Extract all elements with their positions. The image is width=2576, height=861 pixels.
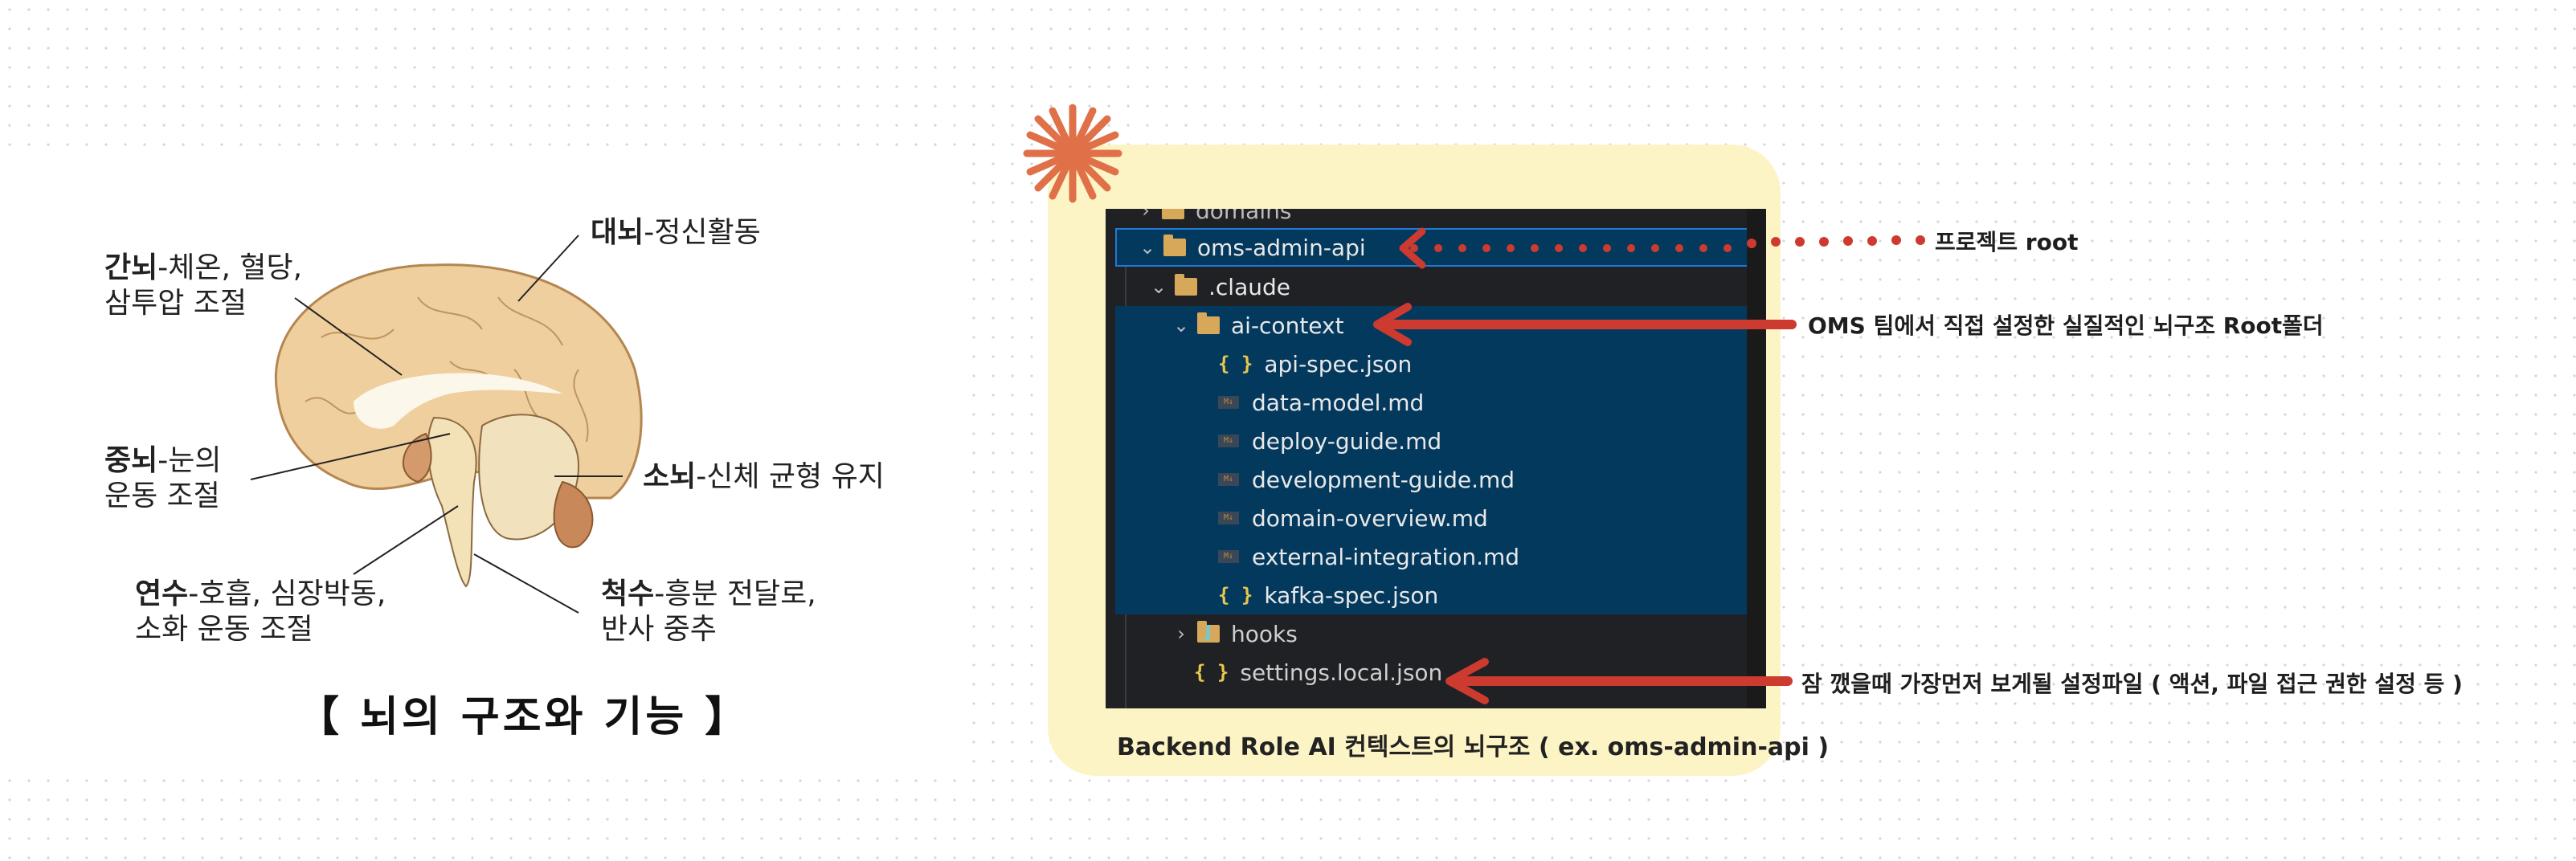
label-medulla: 연수-호흡, 심장박동, 소화 운동 조절 — [135, 577, 386, 647]
markdown-file-icon: M↓ — [1218, 396, 1239, 409]
tree-item-label: external-integration.md — [1252, 543, 1520, 570]
tree-item-label: ai-context — [1231, 312, 1344, 339]
term-medulla: 연수 — [135, 577, 189, 610]
folder-open-icon — [1175, 274, 1197, 296]
label-diencephalon: 간뇌-체온, 혈당, 삼투압 조절 — [104, 251, 302, 321]
desc-diencephalon-2: 삼투압 조절 — [104, 287, 247, 320]
tree-item-api-spec[interactable]: { } api-spec.json — [1115, 345, 1750, 383]
tree-item-label: .claude — [1208, 273, 1290, 300]
label-cerebrum: 대뇌-정신활동 — [591, 215, 761, 251]
tree-item-domains[interactable]: › domains — [1138, 209, 1766, 230]
desc-spinal-cord-2: 반사 중추 — [601, 613, 717, 646]
annotation-settings: 잠 깼을때 가장먼저 보게될 설정파일 ( 액션, 파일 접근 권한 설정 등 … — [1801, 671, 2463, 697]
tree-item-label: data-model.md — [1252, 389, 1425, 416]
term-cerebrum: 대뇌 — [591, 216, 644, 249]
tree-item-label: domain-overview.md — [1252, 504, 1488, 532]
tree-item-label: oms-admin-api — [1197, 234, 1366, 261]
tree-item-settings-local[interactable]: { } settings.local.json — [1106, 653, 1766, 692]
tree-item-label: kafka-spec.json — [1264, 581, 1439, 609]
tree-item-kafka-spec[interactable]: { } kafka-spec.json — [1115, 576, 1750, 614]
label-spinal-cord: 척수-흥분 전달로, 반사 중추 — [601, 577, 816, 647]
chevron-right-icon[interactable]: › — [1177, 622, 1185, 645]
explorer-scrollbar[interactable] — [1747, 209, 1766, 708]
desc-diencephalon-1: -체온, 혈당, — [157, 251, 303, 284]
markdown-file-icon: M↓ — [1218, 512, 1239, 524]
json-file-icon: { } — [1218, 584, 1253, 606]
term-spinal-cord: 척수 — [601, 577, 655, 610]
chevron-down-icon[interactable]: ⌄ — [1173, 314, 1190, 337]
tree-item-external-integration[interactable]: M↓ external-integration.md — [1115, 537, 1750, 576]
annotation-ai-context: OMS 팀에서 직접 설정한 실질적인 뇌구조 Root폴더 — [1808, 312, 2324, 339]
tree-item-hooks[interactable]: › hooks — [1106, 614, 1766, 653]
desc-midbrain-1: -눈의 — [157, 444, 222, 477]
explorer-caption: Backend Role AI 컨텍스트의 뇌구조 ( ex. oms-admi… — [1117, 733, 1830, 761]
term-midbrain: 중뇌 — [104, 444, 158, 477]
brain-diagram: 간뇌-체온, 혈당, 삼투압 조절 대뇌-정신활동 중뇌-눈의 운동 조절 소뇌… — [0, 161, 964, 771]
tree-item-claude[interactable]: ⌄ .claude — [1106, 267, 1766, 306]
tree-item-label: domains — [1196, 209, 1292, 224]
desc-cerebellum: -신체 균형 유지 — [696, 460, 885, 493]
tree-item-oms-admin-api[interactable]: ⌄ oms-admin-api — [1115, 228, 1750, 267]
term-diencephalon: 간뇌 — [104, 251, 158, 284]
folder-icon — [1162, 209, 1184, 219]
desc-spinal-cord-1: -흥분 전달로, — [654, 577, 816, 610]
corpus-callosum-shape — [354, 373, 562, 429]
label-cerebellum: 소뇌-신체 균형 유지 — [643, 459, 885, 495]
desc-midbrain-2: 운동 조절 — [104, 479, 220, 512]
desc-medulla-2: 소화 운동 조절 — [135, 613, 313, 646]
annotation-project-root: 프로젝트 root — [1935, 229, 2079, 255]
tree-item-label: settings.local.json — [1240, 659, 1443, 686]
chevron-right-icon[interactable]: › — [1142, 209, 1150, 222]
chevron-down-icon[interactable]: ⌄ — [1139, 236, 1156, 259]
json-file-icon: { } — [1194, 661, 1229, 683]
folder-open-icon — [1163, 235, 1186, 256]
desc-cerebrum: -정신활동 — [644, 216, 761, 249]
markdown-file-icon: M↓ — [1218, 550, 1239, 563]
tree-item-ai-context[interactable]: ⌄ ai-context — [1115, 306, 1750, 345]
tree-item-label: development-guide.md — [1252, 466, 1515, 493]
tree-item-deploy-guide[interactable]: M↓ deploy-guide.md — [1115, 422, 1750, 460]
json-file-icon: { } — [1218, 353, 1253, 375]
brain-diagram-title: 【 뇌의 구조와 기능 】 — [297, 693, 750, 741]
tree-item-label: api-spec.json — [1264, 350, 1413, 377]
markdown-file-icon: M↓ — [1218, 473, 1239, 486]
brain-illustration — [250, 235, 643, 614]
sparkle-icon — [1023, 104, 1122, 203]
chevron-down-icon[interactable]: ⌄ — [1151, 275, 1167, 298]
folder-open-icon — [1197, 312, 1220, 334]
label-midbrain: 중뇌-눈의 운동 조절 — [104, 443, 221, 514]
brainstem-shape — [427, 416, 477, 588]
term-cerebellum: 소뇌 — [643, 460, 697, 493]
tree-item-label: deploy-guide.md — [1252, 427, 1442, 455]
file-explorer: › domains ⌄ oms-admin-api ⌄ .claude ⌄ ai… — [1106, 209, 1766, 708]
tree-item-data-model[interactable]: M↓ data-model.md — [1115, 383, 1750, 422]
hooks-folder-icon — [1197, 621, 1220, 643]
tree-item-development-guide[interactable]: M↓ development-guide.md — [1115, 460, 1750, 499]
tree-item-label: hooks — [1231, 620, 1298, 647]
desc-medulla-1: -호흡, 심장박동, — [188, 577, 386, 610]
markdown-file-icon: M↓ — [1218, 435, 1239, 447]
tree-item-domain-overview[interactable]: M↓ domain-overview.md — [1115, 499, 1750, 537]
